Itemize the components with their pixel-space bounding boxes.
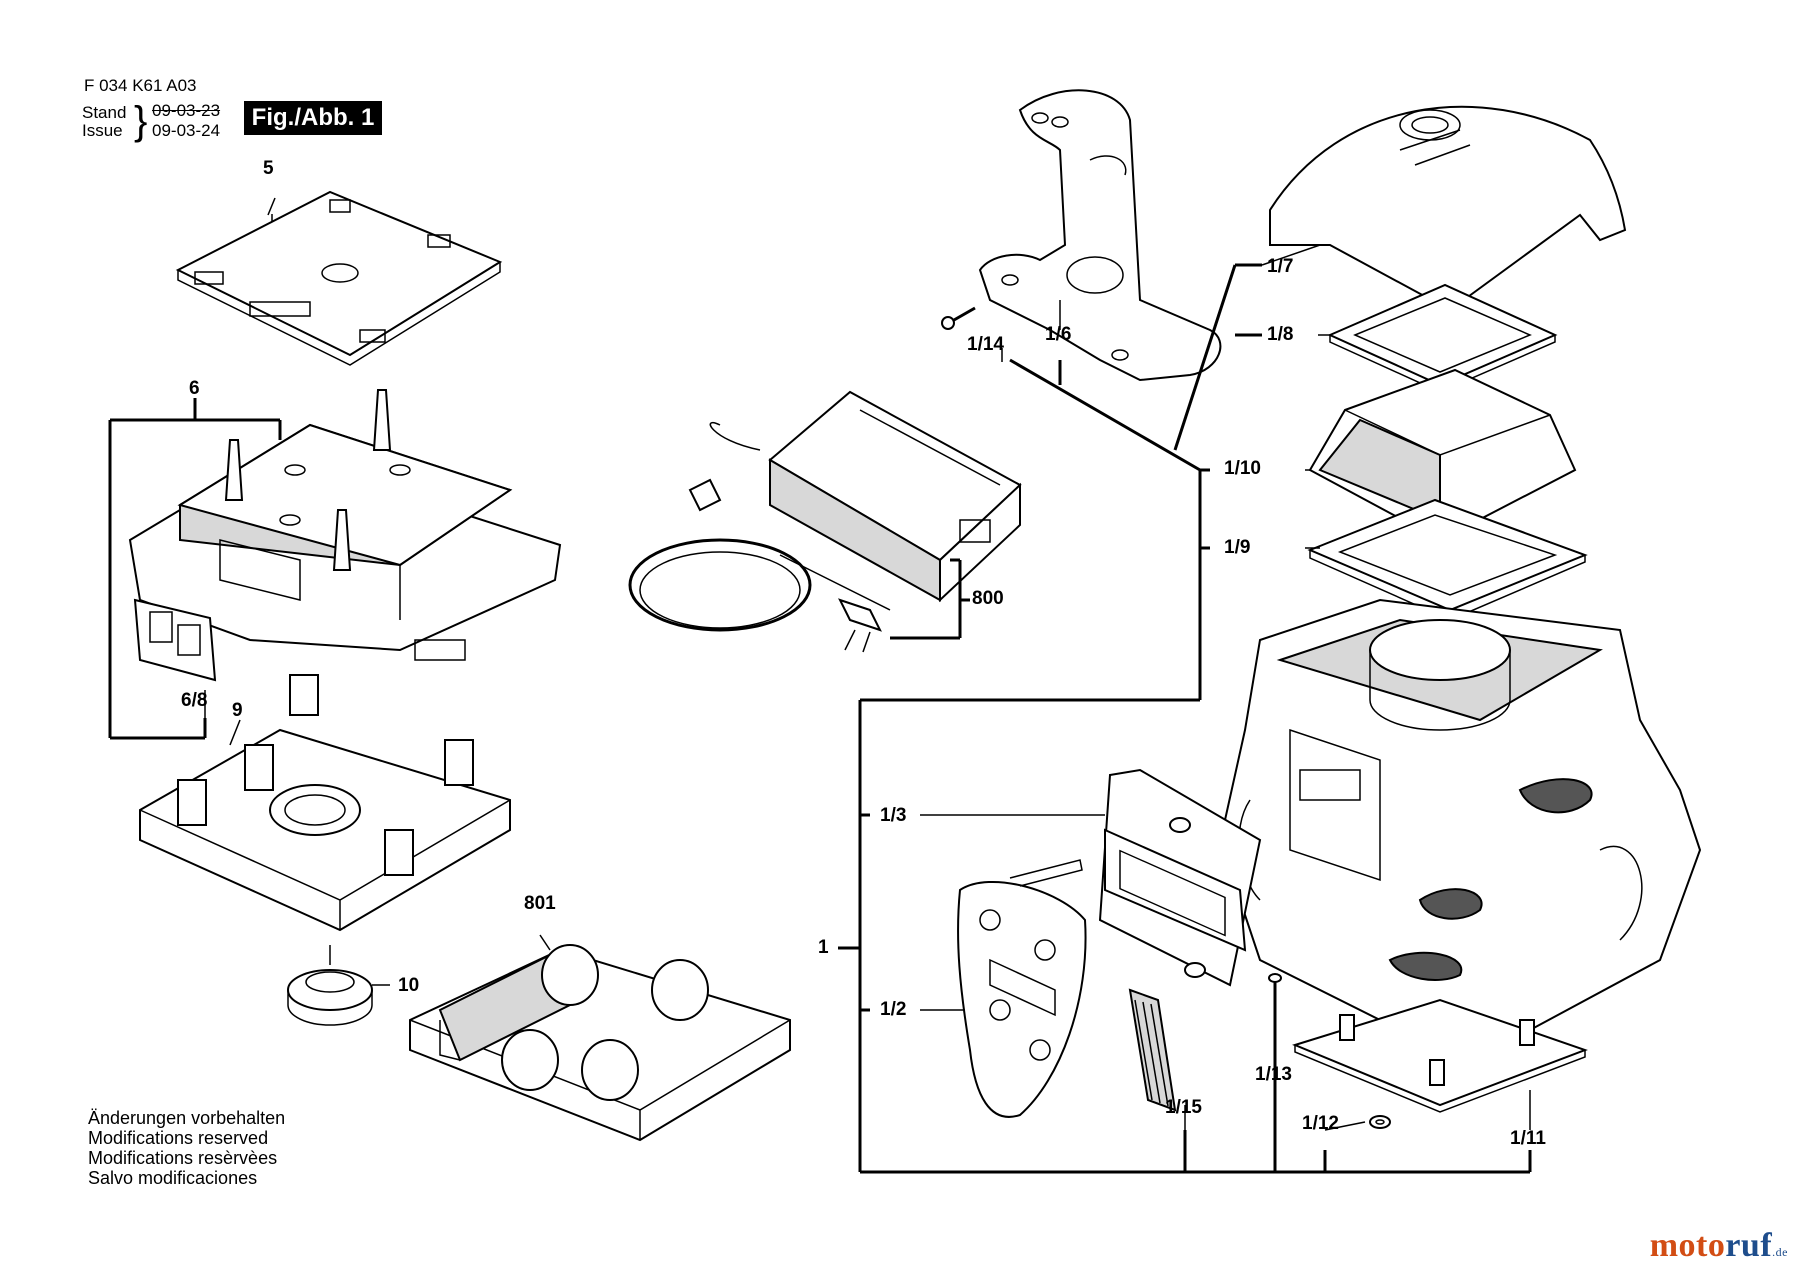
issue-label: Issue [82,121,123,140]
lower-frame-drawing [1307,498,1588,621]
top-cover-drawing [1269,105,1627,345]
leader-lines [108,197,1532,1174]
part-label-801: 801 [524,893,556,914]
stand-date: 09-03-23 [152,101,221,120]
part-label-1: 1 [818,937,829,958]
figure-label: Fig./Abb. 1 [244,101,382,135]
note-line-spanish: Salvo modificaciones [88,1168,258,1188]
part-label-1-6: 1/6 [1045,324,1072,345]
part-label-1-10: 1/10 [1224,458,1261,479]
part-label-1-13: 1/13 [1255,1064,1292,1085]
handle-drawing [978,89,1222,382]
part-label-800: 800 [972,588,1004,609]
part-label-1-14: 1/14 [967,334,1004,355]
nut-drawing [287,945,373,1026]
part-label-10: 10 [398,975,420,996]
note-line-french: Modifications resèrvèes [88,1148,278,1168]
part-label-1-12: 1/12 [1302,1113,1339,1134]
part-label-1-11: 1/11 [1510,1128,1546,1149]
issue-date: 09-03-24 [152,121,221,140]
battery-holder-drawing [139,674,511,932]
part-label-1-2: 1/2 [880,999,907,1020]
part-label-1-3: 1/3 [880,805,907,826]
main-housing-drawing [1223,598,1702,1032]
power-adapter-drawing [628,390,1022,653]
part-label-5: 5 [263,158,274,179]
watermark-part1: moto [1649,1227,1726,1264]
part-label-1-7: 1/7 [1267,256,1294,277]
base-housing-drawing [128,389,562,661]
display-module-drawing [1098,768,1262,987]
note-line-english: Modifications reserved [88,1128,269,1148]
screw-small-drawing [1268,973,1282,1010]
part-label-1-9: 1/9 [1224,537,1251,558]
note-line-german: Änderungen vorbehalten [88,1108,286,1128]
watermark-part2: ruf [1725,1227,1773,1264]
stand-label: Stand [82,103,127,122]
ribbon-cable-drawing [1128,988,1177,1112]
modification-notes: Änderungen vorbehalten Modifications res… [88,1108,285,1188]
watermark-tld: .de [1772,1245,1788,1259]
prism-block-drawing [1308,368,1577,542]
screw-drawing [941,306,976,330]
base-plate-drawing [1292,998,1588,1113]
washer-drawing [1369,1115,1391,1129]
part-label-9: 9 [232,700,243,721]
front-panel-drawing [957,859,1087,1118]
battery-pack-drawing [409,944,791,1142]
upper-frame-drawing [1327,283,1558,393]
part-label-6: 6 [189,378,200,399]
brace-symbol: } [134,99,148,143]
circuit-board-drawing [175,190,503,366]
part-label-1-8: 1/8 [1267,324,1294,345]
document-number: F 034 K61 A03 [84,76,197,95]
part-label-1-15: 1/15 [1165,1097,1202,1118]
site-watermark: motoruf.de [1650,1227,1788,1265]
bracket-drawing [133,598,217,682]
part-label-6-8: 6/8 [181,690,208,711]
